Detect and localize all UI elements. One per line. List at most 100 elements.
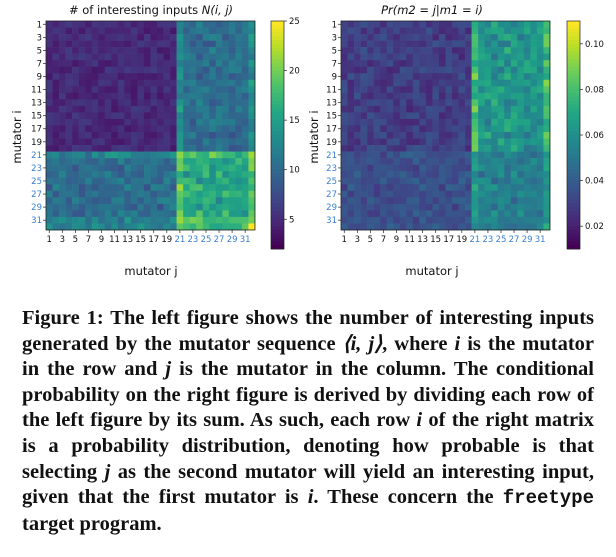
heatmap-cell xyxy=(72,53,79,61)
colorbar-segment xyxy=(271,40,284,45)
heatmap-cell xyxy=(137,73,145,81)
heatmap-cell xyxy=(196,47,204,54)
heatmap-cell xyxy=(228,53,236,61)
heatmap-cell xyxy=(196,190,204,198)
heatmap-cell xyxy=(143,203,151,211)
caption-text: is the mutator in the row and xyxy=(22,332,594,381)
heatmap-cell xyxy=(347,203,355,211)
heatmap-cell xyxy=(202,79,210,87)
heatmap-cell xyxy=(367,99,374,107)
heatmap-cell xyxy=(478,92,485,100)
heatmap-cell xyxy=(143,138,151,146)
heatmap-cell xyxy=(117,171,125,179)
heatmap-cell xyxy=(150,151,158,159)
colorbar-segment xyxy=(271,169,284,174)
heatmap-cell xyxy=(484,190,492,198)
heatmap-cell xyxy=(373,190,381,198)
colorbar-segment xyxy=(567,199,580,204)
heatmap-cell xyxy=(176,118,184,126)
heatmap-cell xyxy=(78,210,86,218)
heatmap-cell xyxy=(510,184,518,192)
heatmap-cell xyxy=(399,47,407,54)
heatmap-cell xyxy=(72,151,79,159)
heatmap-cell xyxy=(536,132,544,139)
heatmap-cell xyxy=(215,223,223,231)
heatmap-cell xyxy=(46,132,53,139)
heatmap-cell xyxy=(419,158,427,165)
heatmap-cell xyxy=(458,92,466,100)
heatmap-cell xyxy=(510,125,518,133)
heatmap-cell xyxy=(157,132,164,139)
heatmap-cell xyxy=(215,197,223,205)
heatmap-cell xyxy=(91,60,99,68)
colorbar-segment xyxy=(567,74,580,79)
heatmap-cell xyxy=(386,171,394,179)
heatmap-cell xyxy=(104,184,112,192)
heatmap-cell xyxy=(354,105,361,113)
heatmap-cell xyxy=(484,210,492,218)
heatmap-cell xyxy=(367,216,374,224)
heatmap-cell xyxy=(412,210,420,218)
colorbar-segment xyxy=(271,108,284,113)
heatmap-cell xyxy=(510,99,518,107)
heatmap-cell xyxy=(78,132,86,139)
heatmap-cell xyxy=(196,79,204,87)
heatmap-cell xyxy=(111,210,119,218)
heatmap-cell xyxy=(111,184,119,192)
heatmap-cell xyxy=(65,21,73,28)
heatmap-cell xyxy=(530,210,538,218)
heatmap-cell xyxy=(46,164,53,172)
heatmap-cell xyxy=(248,40,256,48)
heatmap-cell xyxy=(406,112,414,120)
heatmap-cell xyxy=(484,47,492,54)
heatmap-cell xyxy=(438,223,446,231)
heatmap-cell xyxy=(117,138,125,146)
heatmap-cell xyxy=(222,164,230,172)
heatmap-cell xyxy=(183,151,190,159)
heatmap-cell xyxy=(235,190,243,198)
heatmap-cell xyxy=(419,112,427,120)
heatmap-cell xyxy=(65,158,73,165)
heatmap-cell xyxy=(458,105,466,113)
heatmap-cell xyxy=(452,190,459,198)
heatmap-cell xyxy=(471,203,479,211)
heatmap-cell xyxy=(419,99,427,107)
heatmap-cell xyxy=(393,164,401,172)
heatmap-cell xyxy=(196,184,204,192)
heatmap-cell xyxy=(59,171,66,179)
heatmap-cell xyxy=(52,151,60,159)
heatmap-cell xyxy=(536,223,544,231)
colorbar-segment xyxy=(567,188,580,193)
heatmap-cell xyxy=(419,47,427,54)
heatmap-cell xyxy=(111,34,119,41)
heatmap-cell xyxy=(438,171,446,179)
heatmap-cell xyxy=(65,47,73,54)
heatmap-cell xyxy=(367,79,374,87)
heatmap-cell xyxy=(209,40,217,48)
colorbar-segment xyxy=(271,222,284,227)
heatmap-cell xyxy=(183,79,190,87)
heatmap-cell xyxy=(235,66,243,74)
heatmap-cell xyxy=(478,40,485,48)
heatmap-cell xyxy=(228,60,236,68)
heatmap-cell xyxy=(347,105,355,113)
heatmap-cell xyxy=(228,203,236,211)
x-tick-label: 21 xyxy=(174,235,185,245)
heatmap-cell xyxy=(157,177,164,185)
heatmap-cell xyxy=(406,40,414,48)
y-tick-label: 21 xyxy=(31,151,42,161)
y-tick-label: 13 xyxy=(31,99,42,109)
heatmap-cell xyxy=(91,171,99,179)
heatmap-cell xyxy=(137,53,145,61)
colorbar-segment xyxy=(271,154,284,159)
heatmap-cell xyxy=(504,132,512,139)
heatmap-cell xyxy=(458,177,466,185)
heatmap-cell xyxy=(504,125,512,133)
y-tick-label: 23 xyxy=(326,164,337,174)
heatmap-cell xyxy=(46,66,53,74)
colorbar-segment xyxy=(567,169,580,174)
heatmap-cell xyxy=(59,53,66,61)
heatmap-cell xyxy=(170,60,177,68)
heatmap-cell xyxy=(491,164,499,172)
heatmap-cell xyxy=(163,66,171,74)
